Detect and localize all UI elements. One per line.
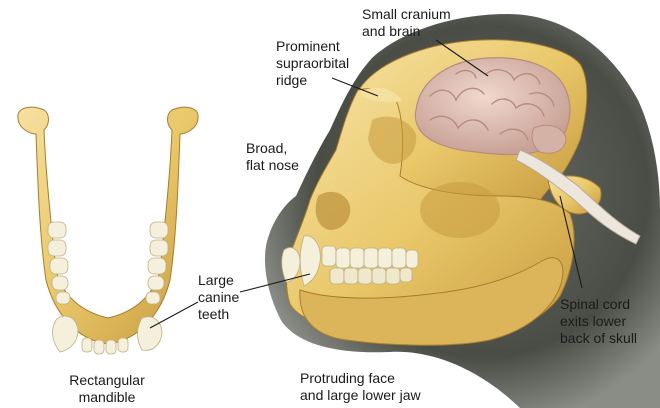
label-mandible-line1: Rectangular: [69, 372, 145, 388]
eye-socket: [368, 116, 417, 164]
label-nose-line1: Broad,: [246, 140, 288, 156]
mandible-canine-left: [52, 315, 79, 353]
label-canine-line3: teeth: [198, 306, 230, 322]
mandible-teeth-left: [47, 221, 71, 305]
mandible-teeth-right: [145, 221, 169, 305]
leader-line-spinal-cord: [559, 195, 583, 289]
cerebellum: [531, 124, 567, 154]
label-face-line1: Protruding face: [300, 370, 395, 386]
lower-teeth: [329, 267, 413, 285]
leader-lines: [149, 39, 583, 329]
label-face-line2: and large lower jaw: [300, 387, 421, 403]
label-supraorbital-ridge: Prominent supraorbital ridge: [276, 38, 349, 89]
spinal-cord: [515, 149, 641, 245]
label-small-cranium-line2: and brain: [362, 23, 421, 39]
label-rectangular-mandible: Rectangular mandible: [52, 372, 162, 406]
label-nose-line2: flat nose: [246, 157, 299, 173]
label-broad-nose: Broad, flat nose: [246, 140, 299, 174]
mandible-canine-right: [137, 316, 163, 351]
upper-teeth: [321, 245, 419, 269]
label-spinal-cord-line3: back of skull: [560, 330, 638, 346]
label-spinal-cord-line2: exits lower: [560, 313, 627, 329]
label-canine-teeth: Large canine teeth: [198, 272, 239, 323]
label-spinal-cord: Spinal cord exits lower back of skull: [560, 296, 637, 347]
label-canine-line1: Large: [198, 272, 234, 288]
skull-incisors: [281, 247, 301, 283]
label-supraorbital-line3: ridge: [276, 72, 308, 88]
mandible-incisors: [81, 337, 129, 355]
leader-line-canine: [239, 273, 311, 293]
leader-line-cranium: [435, 39, 489, 77]
label-mandible-line2: mandible: [78, 389, 136, 405]
cheek-shadow: [420, 182, 500, 238]
brain: [414, 57, 571, 156]
supraorbital-ridge: [360, 87, 402, 103]
leader-line-mandible-canine: [149, 301, 199, 329]
leader-line-supraorbital: [331, 77, 379, 97]
lower-jaw: [299, 257, 564, 346]
label-small-cranium-line1: Small cranium: [362, 6, 451, 22]
nasal-opening: [315, 191, 351, 230]
label-spinal-cord-line1: Spinal cord: [560, 296, 631, 312]
label-supraorbital-line2: supraorbital: [276, 55, 350, 71]
label-protruding-face: Protruding face and large lower jaw: [300, 370, 421, 404]
label-supraorbital-line1: Prominent: [276, 38, 340, 54]
label-small-cranium: Small cranium and brain: [362, 6, 451, 40]
label-canine-line2: canine: [198, 289, 240, 305]
